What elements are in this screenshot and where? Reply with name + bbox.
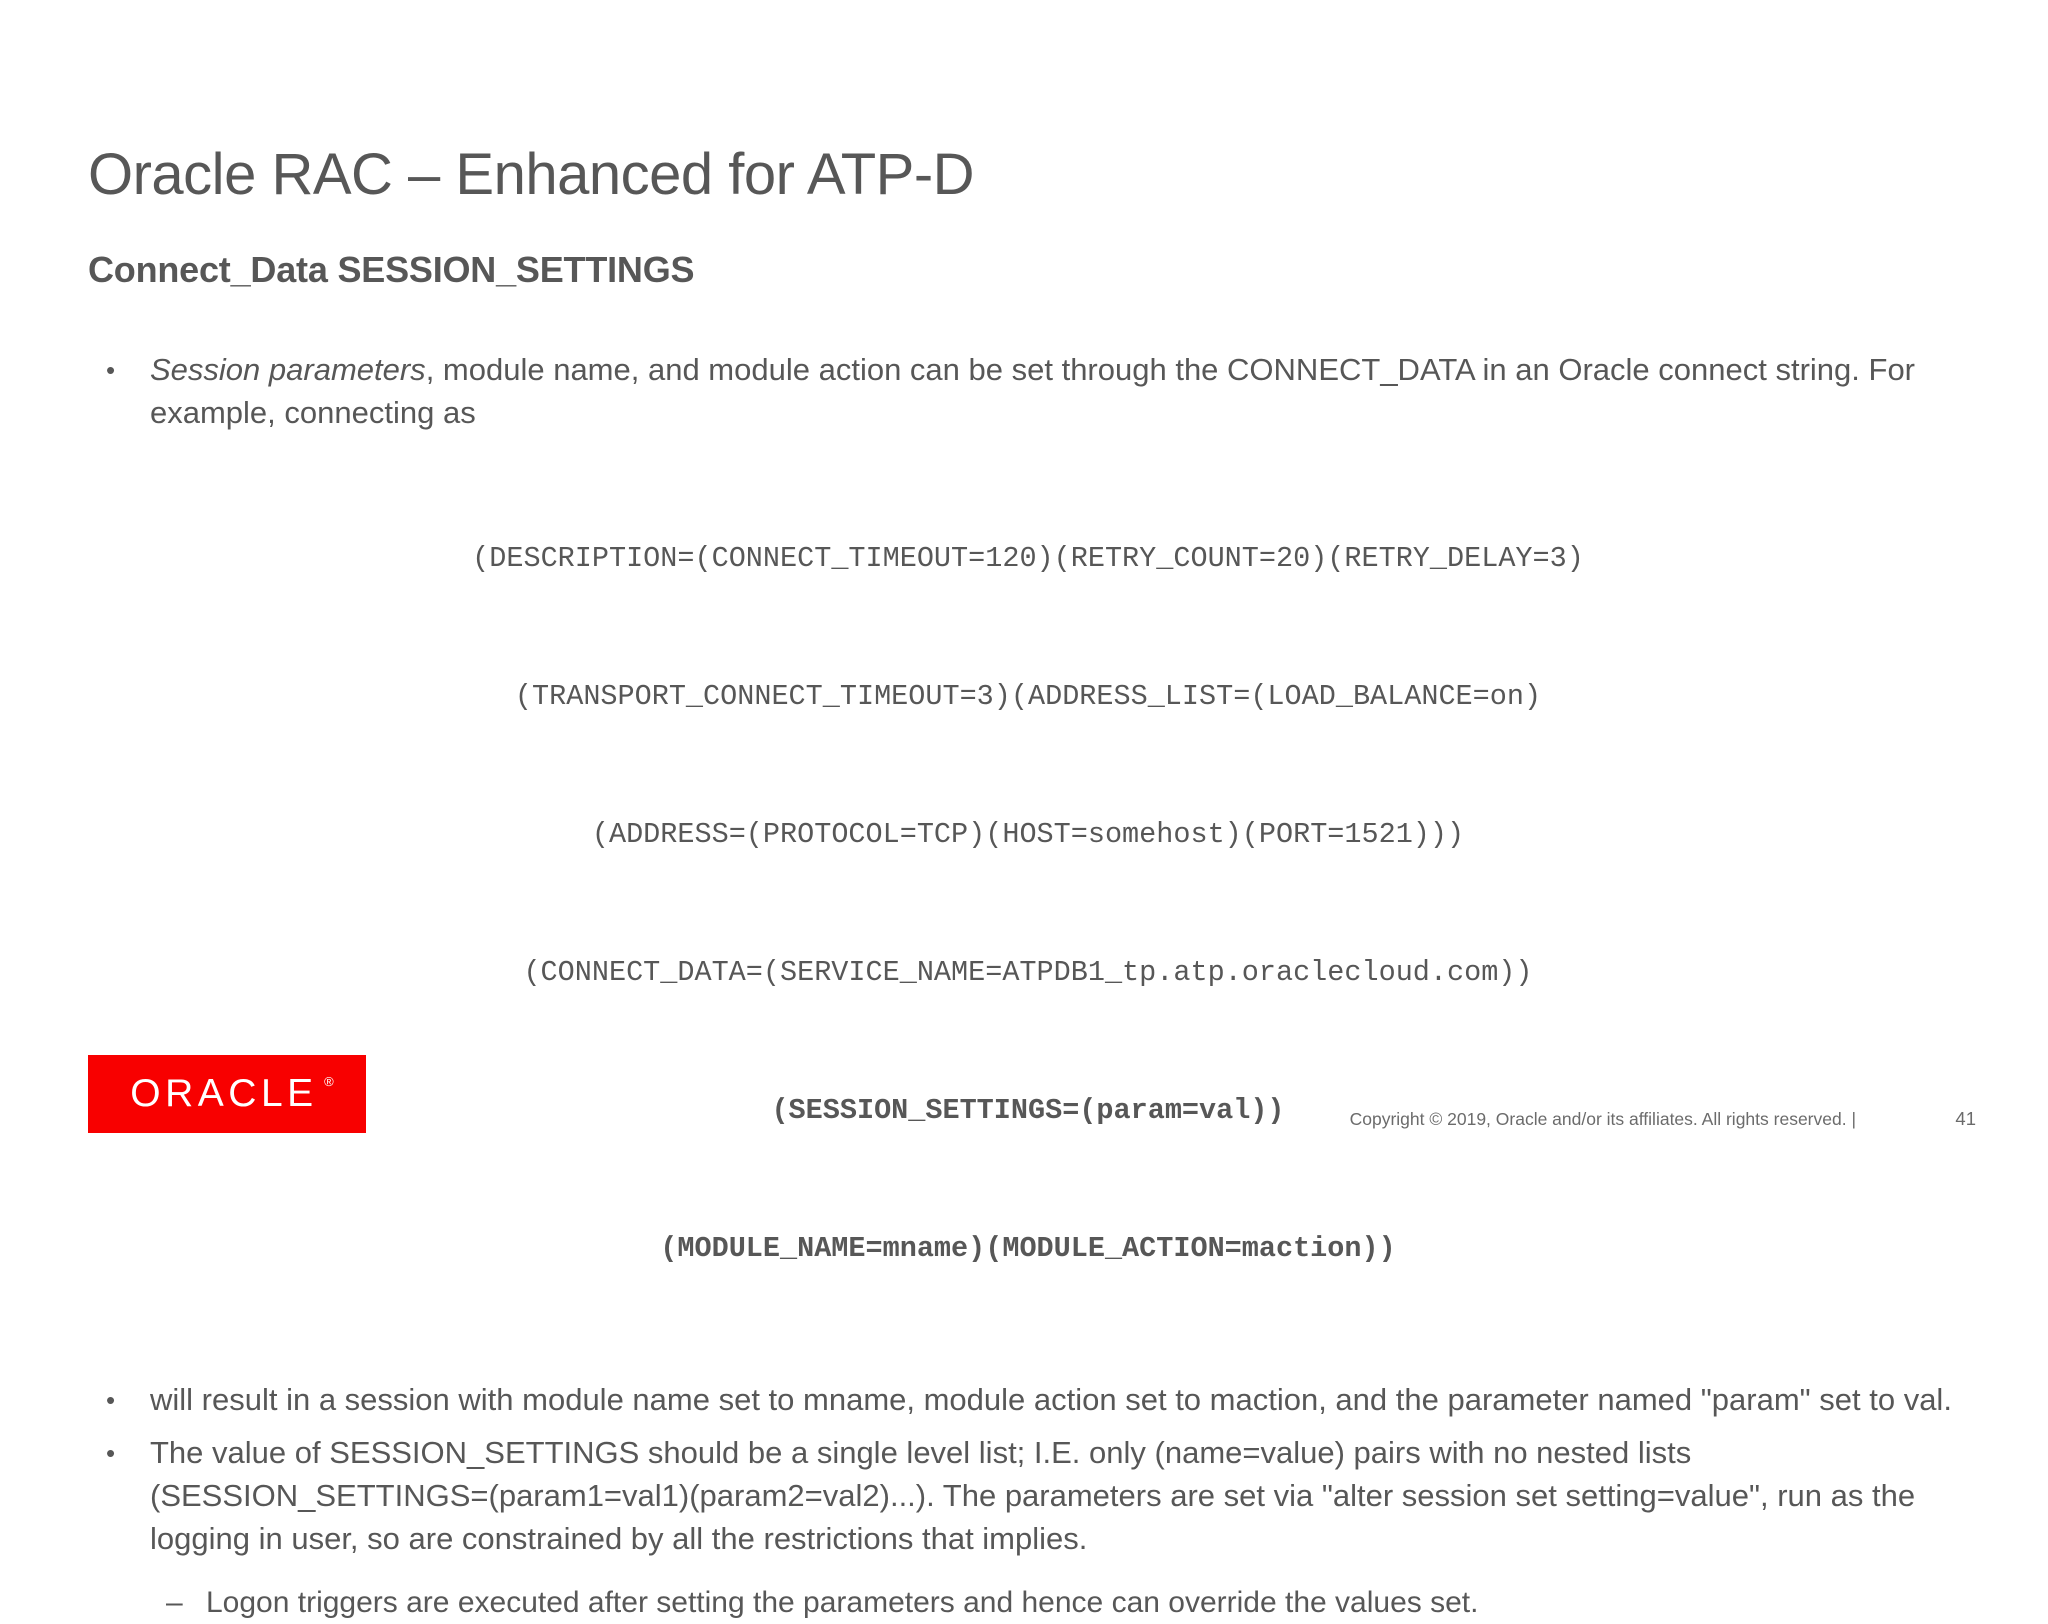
oracle-logo-text: ORACLE ®	[130, 1072, 333, 1116]
slide-body: • Session parameters, module name, and m…	[88, 348, 1968, 1624]
oracle-wordmark: ORACLE	[130, 1072, 318, 1115]
code-line: (CONNECT_DATA=(SERVICE_NAME=ATPDB1_tp.at…	[523, 956, 1533, 989]
bullet-item-1: • Session parameters, module name, and m…	[88, 348, 1968, 434]
page-subtitle: Connect_Data SESSION_SETTINGS	[88, 249, 695, 290]
code-line-module-name: (MODULE_NAME=mname)(MODULE_ACTION=mactio…	[660, 1232, 1396, 1265]
bullet-item-2-text: will result in a session with module nam…	[150, 1382, 1952, 1417]
bullet-emphasis-text: Session parameters	[150, 352, 426, 387]
code-line: (DESCRIPTION=(CONNECT_TIMEOUT=120)(RETRY…	[472, 542, 1584, 575]
code-line: (ADDRESS=(PROTOCOL=TCP)(HOST=somehost)(P…	[591, 818, 1465, 851]
slide-canvas: Oracle RAC – Enhanced for ATP-D Connect_…	[88, 142, 1976, 1619]
registered-trademark-icon: ®	[324, 1074, 334, 1089]
bullet-item-1-text: , module name, and module action can be …	[150, 352, 1916, 430]
bullet-item-3-text: The value of SESSION_SETTINGS should be …	[150, 1435, 1916, 1556]
bullet-marker-icon: •	[106, 1385, 116, 1415]
connect-string-code-block: (DESCRIPTION=(CONNECT_TIMEOUT=120)(RETRY…	[88, 444, 1968, 1364]
bullet-item-2: • will result in a session with module n…	[88, 1378, 1968, 1421]
page-number: 41	[1955, 1108, 1976, 1129]
oracle-logo: ORACLE ®	[88, 1055, 366, 1133]
code-line-session-settings: (SESSION_SETTINGS=(param=val))	[771, 1094, 1285, 1127]
dash-marker-icon: –	[166, 1586, 183, 1619]
sub-bullet-item-1: – Logon triggers are executed after sett…	[88, 1582, 1968, 1624]
page-title: Oracle RAC – Enhanced for ATP-D	[88, 142, 975, 207]
copyright-notice: Copyright © 2019, Oracle and/or its affi…	[1349, 1109, 1856, 1129]
code-line: (TRANSPORT_CONNECT_TIMEOUT=3)(ADDRESS_LI…	[514, 680, 1542, 713]
sub-bullet-item-1-text: Logon triggers are executed after settin…	[206, 1586, 1479, 1619]
bullet-marker-icon: •	[106, 355, 116, 385]
bullet-item-3: • The value of SESSION_SETTINGS should b…	[88, 1431, 1968, 1560]
bullet-marker-icon: •	[106, 1438, 116, 1468]
